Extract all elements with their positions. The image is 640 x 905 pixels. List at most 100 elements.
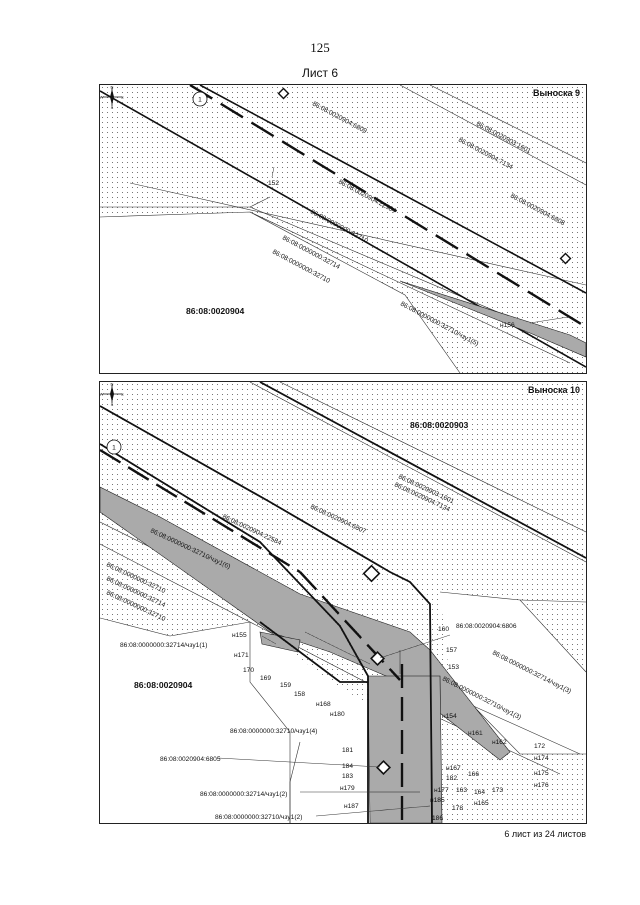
easement-area: [399, 280, 586, 358]
point-label: н156: [500, 322, 515, 329]
survey-marker: [277, 87, 290, 100]
survey-marker: [376, 760, 391, 775]
point-label: 184: [342, 763, 353, 770]
page-number: 125: [310, 40, 330, 55]
compass-n: N: [111, 85, 114, 90]
map-canvas-9: 1 86:08:0020904:6809 86:08:0020903:1601 …: [100, 85, 586, 373]
cadastral-label: 86:08:0000000:32710/чзу1(4): [230, 728, 317, 735]
point-label: н167: [446, 765, 461, 772]
boundary-line: [249, 382, 586, 563]
boundary-line: [279, 382, 586, 533]
point-label: н165: [474, 800, 489, 807]
point-label: н185: [430, 797, 445, 804]
point-label: н174: [534, 755, 549, 762]
map-callout-9[interactable]: 1 86:08:0020904:6809 86:08:0020903:1601 …: [99, 84, 587, 374]
compass-w: W: [100, 95, 104, 100]
point-label: н187: [344, 803, 359, 810]
point-label: 173: [492, 787, 503, 794]
easement-area: [259, 631, 301, 653]
easement-area: [367, 675, 443, 823]
map-callout-10[interactable]: 1 86:08:0020903 86:08:0020904 86:08:0020…: [99, 381, 587, 824]
road-edge: [259, 382, 586, 559]
boundary-line: [249, 622, 291, 823]
compass-e: E: [121, 95, 124, 100]
parcel-label: 86:08:0020904: [186, 306, 245, 316]
callout-marker-label: 1: [112, 445, 116, 452]
easement-area: [100, 486, 511, 761]
boundary-line: [249, 211, 461, 373]
point-label: 158: [294, 691, 305, 698]
boundary-line: [100, 617, 251, 637]
survey-marker: [362, 564, 381, 583]
boundary-line: [399, 85, 586, 186]
point-label: 186: [432, 815, 443, 822]
point-label: 183: [342, 773, 353, 780]
survey-marker: [370, 651, 385, 666]
point-label: 159: [280, 682, 291, 689]
point-label: н175: [534, 770, 549, 777]
road-edge: [100, 443, 369, 823]
point-label: н168: [316, 701, 331, 708]
callout-title: Выноска 10: [527, 385, 580, 395]
leader-lines: [217, 631, 451, 817]
compass-e: E: [121, 392, 124, 397]
point-label: н176: [534, 782, 549, 789]
cadastral-label: 86:08:0000000:32710/чзу1(2): [215, 814, 302, 821]
compass-icon: N S W E: [100, 85, 124, 109]
boundary-line: [429, 85, 586, 164]
point-label: 169: [260, 675, 271, 682]
cadastral-label: 86:08:0000000:32714/чзу1(1): [120, 642, 207, 649]
point-label: 182: [446, 775, 457, 782]
road-centerline: [100, 448, 301, 574]
point-label: н161: [468, 730, 483, 737]
road-edge: [100, 405, 433, 823]
point-label: н155: [232, 632, 247, 639]
point-label: 160: [438, 626, 449, 633]
boundary-line: [129, 182, 586, 286]
callout-marker: [106, 439, 122, 455]
sheet-title: Лист 6: [301, 66, 339, 80]
map-canvas-10: 1 86:08:0020903 86:08:0020904 86:08:0020…: [100, 382, 586, 823]
compass-s: S: [111, 105, 114, 109]
cadastral-label: 86:08:0020904:6806: [456, 623, 517, 630]
point-label: 164: [474, 789, 485, 796]
compass-w: W: [100, 392, 104, 397]
road-edge: [199, 85, 586, 294]
point-label: 170: [243, 667, 254, 674]
point-label: н162: [492, 739, 507, 746]
boundary-line: [249, 196, 271, 208]
road-centerline: [189, 85, 586, 329]
blank-parcel-area: [100, 618, 380, 823]
page-footer: 6 лист из 24 листов: [504, 829, 586, 839]
point-label: 172: [534, 743, 545, 750]
callout-marker-label: 1: [198, 97, 202, 104]
cadastral-label: 86:08:0020904:6805: [160, 756, 221, 763]
road-edge: [259, 621, 368, 683]
point-label: 157: [446, 647, 457, 654]
road-centerline: [299, 571, 401, 681]
leader-line: [271, 166, 275, 178]
blank-parcel-area: [100, 212, 460, 373]
parcel-label: 86:08:0020904: [134, 680, 193, 690]
point-label: 181: [342, 747, 353, 754]
point-label: н177: [434, 787, 449, 794]
compass-icon: N S W E: [100, 382, 124, 406]
compass-s: S: [111, 402, 114, 406]
point-label: 166: [468, 771, 479, 778]
point-label: 153: [448, 664, 459, 671]
point-label: 152: [268, 180, 279, 187]
parcel-label: 86:08:0020903: [410, 420, 469, 430]
point-label: н171: [234, 652, 249, 659]
callout-title: Выноска 9: [532, 88, 580, 98]
boundary-line: [519, 599, 586, 603]
cadastral-label: 86:08:0000000:32714/чзу1(2): [200, 791, 287, 798]
leader-line: [529, 316, 569, 324]
point-label: н179: [340, 785, 355, 792]
callout-marker: [192, 91, 208, 107]
point-label: 178: [452, 805, 463, 812]
survey-marker: [559, 252, 572, 265]
point-label: 163: [456, 787, 467, 794]
point-label: н180: [330, 711, 345, 718]
point-label: н154: [442, 713, 457, 720]
compass-n: N: [111, 382, 114, 387]
